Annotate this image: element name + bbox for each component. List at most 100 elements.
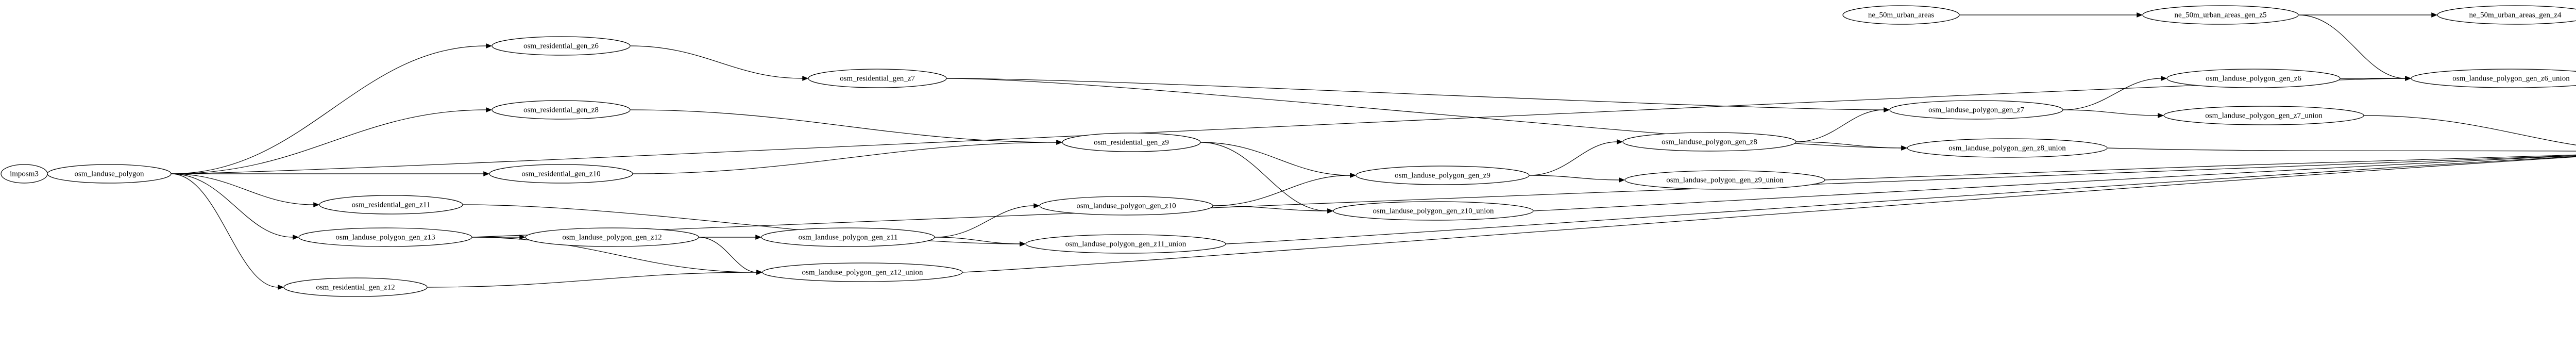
node-osm_landuse_polygon_gen_z13[interactable]: osm_landuse_polygon_gen_z13 [298, 227, 472, 247]
node-ne_50m_urban_areas_gen_z4[interactable]: ne_50m_urban_areas_gen_z4 [2437, 5, 2576, 25]
edge-arrowhead [2158, 113, 2164, 118]
node-ne_50m_urban_areas[interactable]: ne_50m_urban_areas [1842, 5, 1960, 25]
edge-osm_landuse_polygon_gen_z8--osm_landuse_polygon_gen_z7 [1795, 107, 1890, 142]
edge-osm_landuse_polygon--osm_residential_gen_z10 [171, 171, 490, 176]
edge-line [698, 237, 757, 273]
node-osm_landuse_polygon_gen_z10_union[interactable]: osm_landuse_polygon_gen_z10_union [1333, 201, 1534, 221]
node-shape [47, 164, 172, 184]
edge-line [462, 204, 1021, 244]
node-shape [1333, 201, 1534, 221]
node-osm_residential_gen_z11[interactable]: osm_residential_gen_z11 [319, 195, 463, 215]
node-shape [1355, 166, 1530, 185]
edge-line [171, 45, 487, 174]
edge-arrowhead [486, 107, 493, 112]
edge-line [1212, 205, 1328, 211]
edge-osm_landuse_polygon_gen_z9--osm_landuse_polygon_gen_z8 [1529, 139, 1623, 176]
edge-arrowhead [1901, 145, 1908, 151]
node-ne_50m_urban_areas_gen_z5[interactable]: ne_50m_urban_areas_gen_z5 [2142, 5, 2299, 25]
edge-line [1795, 141, 1902, 149]
edge-osm_residential_gen_z7--osm_landuse_polygon_gen_z7 [946, 78, 1890, 112]
node-osm_landuse_polygon_gen_z8_union[interactable]: osm_landuse_polygon_gen_z8_union [1907, 138, 2108, 158]
node-osm_landuse_polygon_gen_z6[interactable]: osm_landuse_polygon_gen_z6 [2166, 69, 2341, 88]
edge-line [1212, 175, 1351, 206]
node-shape [492, 36, 631, 56]
edge-line [2107, 147, 2576, 152]
edge-osm_landuse_polygon_gen_z8--osm_landuse_polygon_gen_z8_union [1795, 141, 1908, 151]
edge-osm_landuse_polygon--osm_residential_gen_z8 [171, 107, 493, 174]
node-osm_residential_gen_z10[interactable]: osm_residential_gen_z10 [489, 164, 633, 184]
node-shape [1889, 100, 2063, 120]
node-osm_landuse_polygon_gen_z8[interactable]: osm_landuse_polygon_gen_z8 [1622, 132, 1797, 152]
node-osm_landuse_polygon_gen_z6_union[interactable]: osm_landuse_polygon_gen_z6_union [2411, 69, 2576, 88]
node-osm_landuse_polygon_gen_z11[interactable]: osm_landuse_polygon_gen_z11 [761, 227, 935, 247]
edge-arrowhead [1327, 208, 1334, 213]
edge-osm_landuse_polygon_gen_z13--layer_landuse [471, 155, 2576, 238]
edge-arrowhead [1619, 177, 1625, 183]
edge-osm_residential_gen_z9--osm_landuse_polygon_gen_z9 [1200, 142, 1357, 178]
edge-ne_50m_urban_areas_gen_z5--ne_50m_urban_areas_gen_z4 [2298, 12, 2438, 18]
node-imposm3[interactable]: imposm3 [1, 164, 48, 184]
edge-arrowhead [313, 202, 320, 207]
node-shape [1039, 196, 1213, 216]
node-shape [489, 164, 633, 184]
node-osm_landuse_polygon_gen_z10[interactable]: osm_landuse_polygon_gen_z10 [1039, 196, 1213, 216]
edge-osm_landuse_polygon_gen_z12--osm_landuse_polygon_gen_z11 [698, 235, 762, 240]
node-shape [2163, 106, 2364, 125]
edge-osm_landuse_polygon_gen_z7--osm_landuse_polygon_gen_z6 [2062, 76, 2167, 110]
edge-arrowhead [2405, 76, 2412, 81]
edge-line [1200, 142, 1328, 211]
node-osm_residential_gen_z12[interactable]: osm_residential_gen_z12 [283, 277, 428, 297]
node-osm_landuse_polygon[interactable]: osm_landuse_polygon [47, 164, 172, 184]
edge-osm_landuse_polygon--osm_residential_gen_z11 [171, 173, 320, 207]
edge-line [934, 237, 1021, 244]
edge-arrowhead [483, 171, 490, 176]
edge-arrowhead [1056, 140, 1063, 145]
edge-arrowhead [1033, 203, 1040, 208]
node-osm_landuse_polygon_gen_z7_union[interactable]: osm_landuse_polygon_gen_z7_union [2163, 106, 2364, 125]
edge-osm_landuse_polygon_gen_z12--osm_landuse_polygon_gen_z12_union [698, 237, 763, 275]
edge-arrowhead [755, 235, 762, 240]
node-osm_landuse_polygon_gen_z9_union[interactable]: osm_landuse_polygon_gen_z9_union [1624, 170, 1825, 190]
node-shape [2166, 69, 2341, 88]
node-shape [1622, 132, 1797, 152]
edge-line [630, 45, 803, 79]
node-shape [1842, 5, 1960, 25]
edge-line [1529, 141, 1618, 176]
edge-line [2062, 109, 2159, 116]
node-shape [1907, 138, 2108, 158]
edge-line [630, 109, 1057, 143]
edge-arrowhead [1884, 107, 1890, 112]
edge-osm_landuse_polygon_gen_z11--osm_landuse_polygon_gen_z10 [934, 203, 1040, 238]
edge-arrowhead [2161, 76, 2167, 81]
edge-arrowhead [2431, 12, 2438, 18]
edge-ne_50m_urban_areas_gen_z5--osm_landuse_polygon_gen_z6_union [2298, 14, 2412, 81]
node-osm_residential_gen_z6[interactable]: osm_residential_gen_z6 [492, 36, 631, 56]
edge-line [471, 237, 757, 273]
node-osm_landuse_polygon_gen_z7[interactable]: osm_landuse_polygon_gen_z7 [1889, 100, 2063, 120]
edge-arrowhead [519, 235, 526, 240]
node-osm_residential_gen_z7[interactable]: osm_residential_gen_z7 [808, 69, 947, 88]
edges-layer [38, 12, 2576, 290]
edge-arrowhead [293, 235, 299, 240]
node-shape [2411, 69, 2576, 88]
node-shape [2142, 5, 2299, 25]
node-osm_landuse_polygon_gen_z12_union[interactable]: osm_landuse_polygon_gen_z12_union [762, 262, 963, 282]
edge-line [946, 78, 1902, 149]
node-shape [283, 277, 428, 297]
edge-arrowhead [486, 43, 493, 48]
edge-osm_landuse_polygon--osm_residential_gen_z6 [171, 43, 493, 174]
edge-arrowhead [1020, 241, 1026, 246]
node-osm_landuse_polygon_gen_z9[interactable]: osm_landuse_polygon_gen_z9 [1355, 166, 1530, 185]
edge-line [934, 205, 1035, 238]
edge-osm_landuse_polygon_gen_z12_union--layer_landuse [962, 156, 2576, 273]
node-osm_residential_gen_z9[interactable]: osm_residential_gen_z9 [1062, 133, 1201, 152]
node-osm_residential_gen_z8[interactable]: osm_residential_gen_z8 [492, 100, 631, 120]
node-osm_landuse_polygon_gen_z12[interactable]: osm_landuse_polygon_gen_z12 [525, 227, 699, 247]
edge-line [171, 109, 487, 174]
edge-arrowhead [1617, 139, 1623, 144]
node-shape [492, 100, 631, 120]
node-osm_landuse_polygon_gen_z11_union[interactable]: osm_landuse_polygon_gen_z11_union [1025, 234, 1226, 254]
edge-line [171, 173, 279, 288]
